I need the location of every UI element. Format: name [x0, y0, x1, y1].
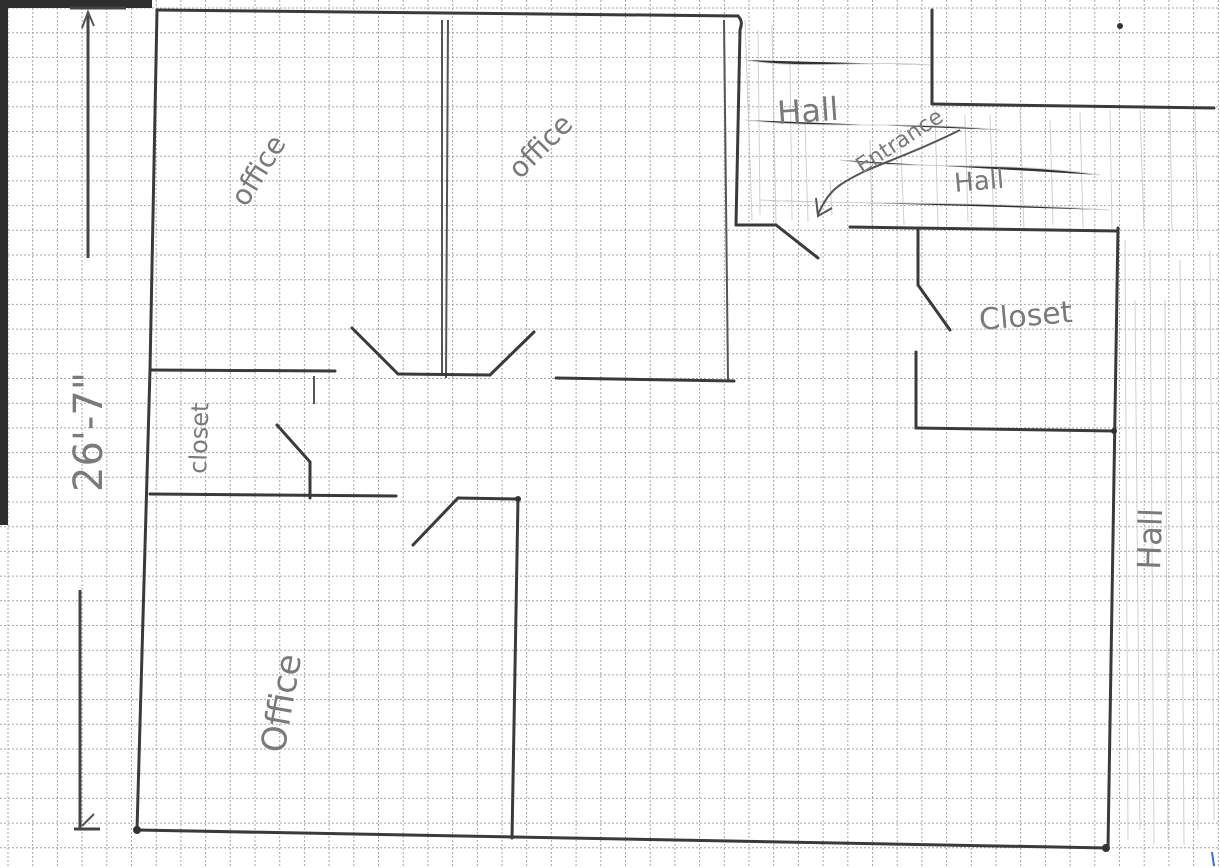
outer-wall-bottom	[135, 828, 1110, 850]
label-closet-right: Closet	[978, 295, 1074, 338]
office-bottom-wall	[396, 372, 492, 377]
right-closet-bottom-wall	[914, 426, 1116, 433]
label-hall-top: Hall	[776, 90, 840, 132]
closet-top-wall	[148, 368, 337, 373]
office-door-right	[488, 330, 536, 377]
outer-wall-left-upper	[148, 8, 159, 372]
right-closet-door	[916, 283, 952, 332]
wall-dot-3	[1102, 844, 1110, 852]
office-wall-inner-right	[723, 19, 729, 381]
dimension-arrow-top	[81, 9, 95, 29]
dimension-line	[70, 6, 126, 831]
entrance-wall-right	[848, 225, 1120, 233]
corner-dot	[1117, 23, 1123, 29]
top-right-wall-h	[930, 102, 1216, 110]
closet-door	[275, 423, 312, 464]
wall-dot-2	[133, 826, 141, 834]
outer-wall-left-lower	[135, 368, 152, 832]
outer-wall-right	[1106, 226, 1120, 850]
office-bottom-wall-right	[554, 376, 736, 383]
bottom-office-top-wall	[456, 496, 520, 501]
wall-dot-4	[1111, 428, 1117, 434]
entrance-door-swing	[774, 223, 820, 260]
scan-edge-left	[0, 0, 8, 525]
outer-wall-top	[155, 8, 740, 18]
closet-bottom-wall	[148, 492, 398, 498]
hall-shading	[744, 19, 1215, 846]
scan-edge	[0, 0, 152, 8]
wall-dot-1	[515, 496, 521, 502]
office-wall-right	[734, 14, 743, 227]
bottom-office-door	[411, 496, 460, 547]
entrance-arrowhead	[815, 197, 833, 218]
dimension-arrow-bottom	[81, 813, 95, 827]
office-door-left	[350, 326, 400, 376]
blue-pen-mark	[1211, 851, 1215, 867]
walls	[133, 8, 1216, 852]
dimension-label: 26'-7"	[66, 372, 112, 492]
bottom-office-right-wall	[510, 497, 520, 840]
entrance-arrow	[817, 129, 961, 215]
office-divider-2	[445, 19, 449, 379]
label-closet-left: closet	[184, 402, 214, 474]
label-hall-right: Hall	[1130, 508, 1170, 571]
label-hall-middle: Hall	[953, 165, 1005, 199]
